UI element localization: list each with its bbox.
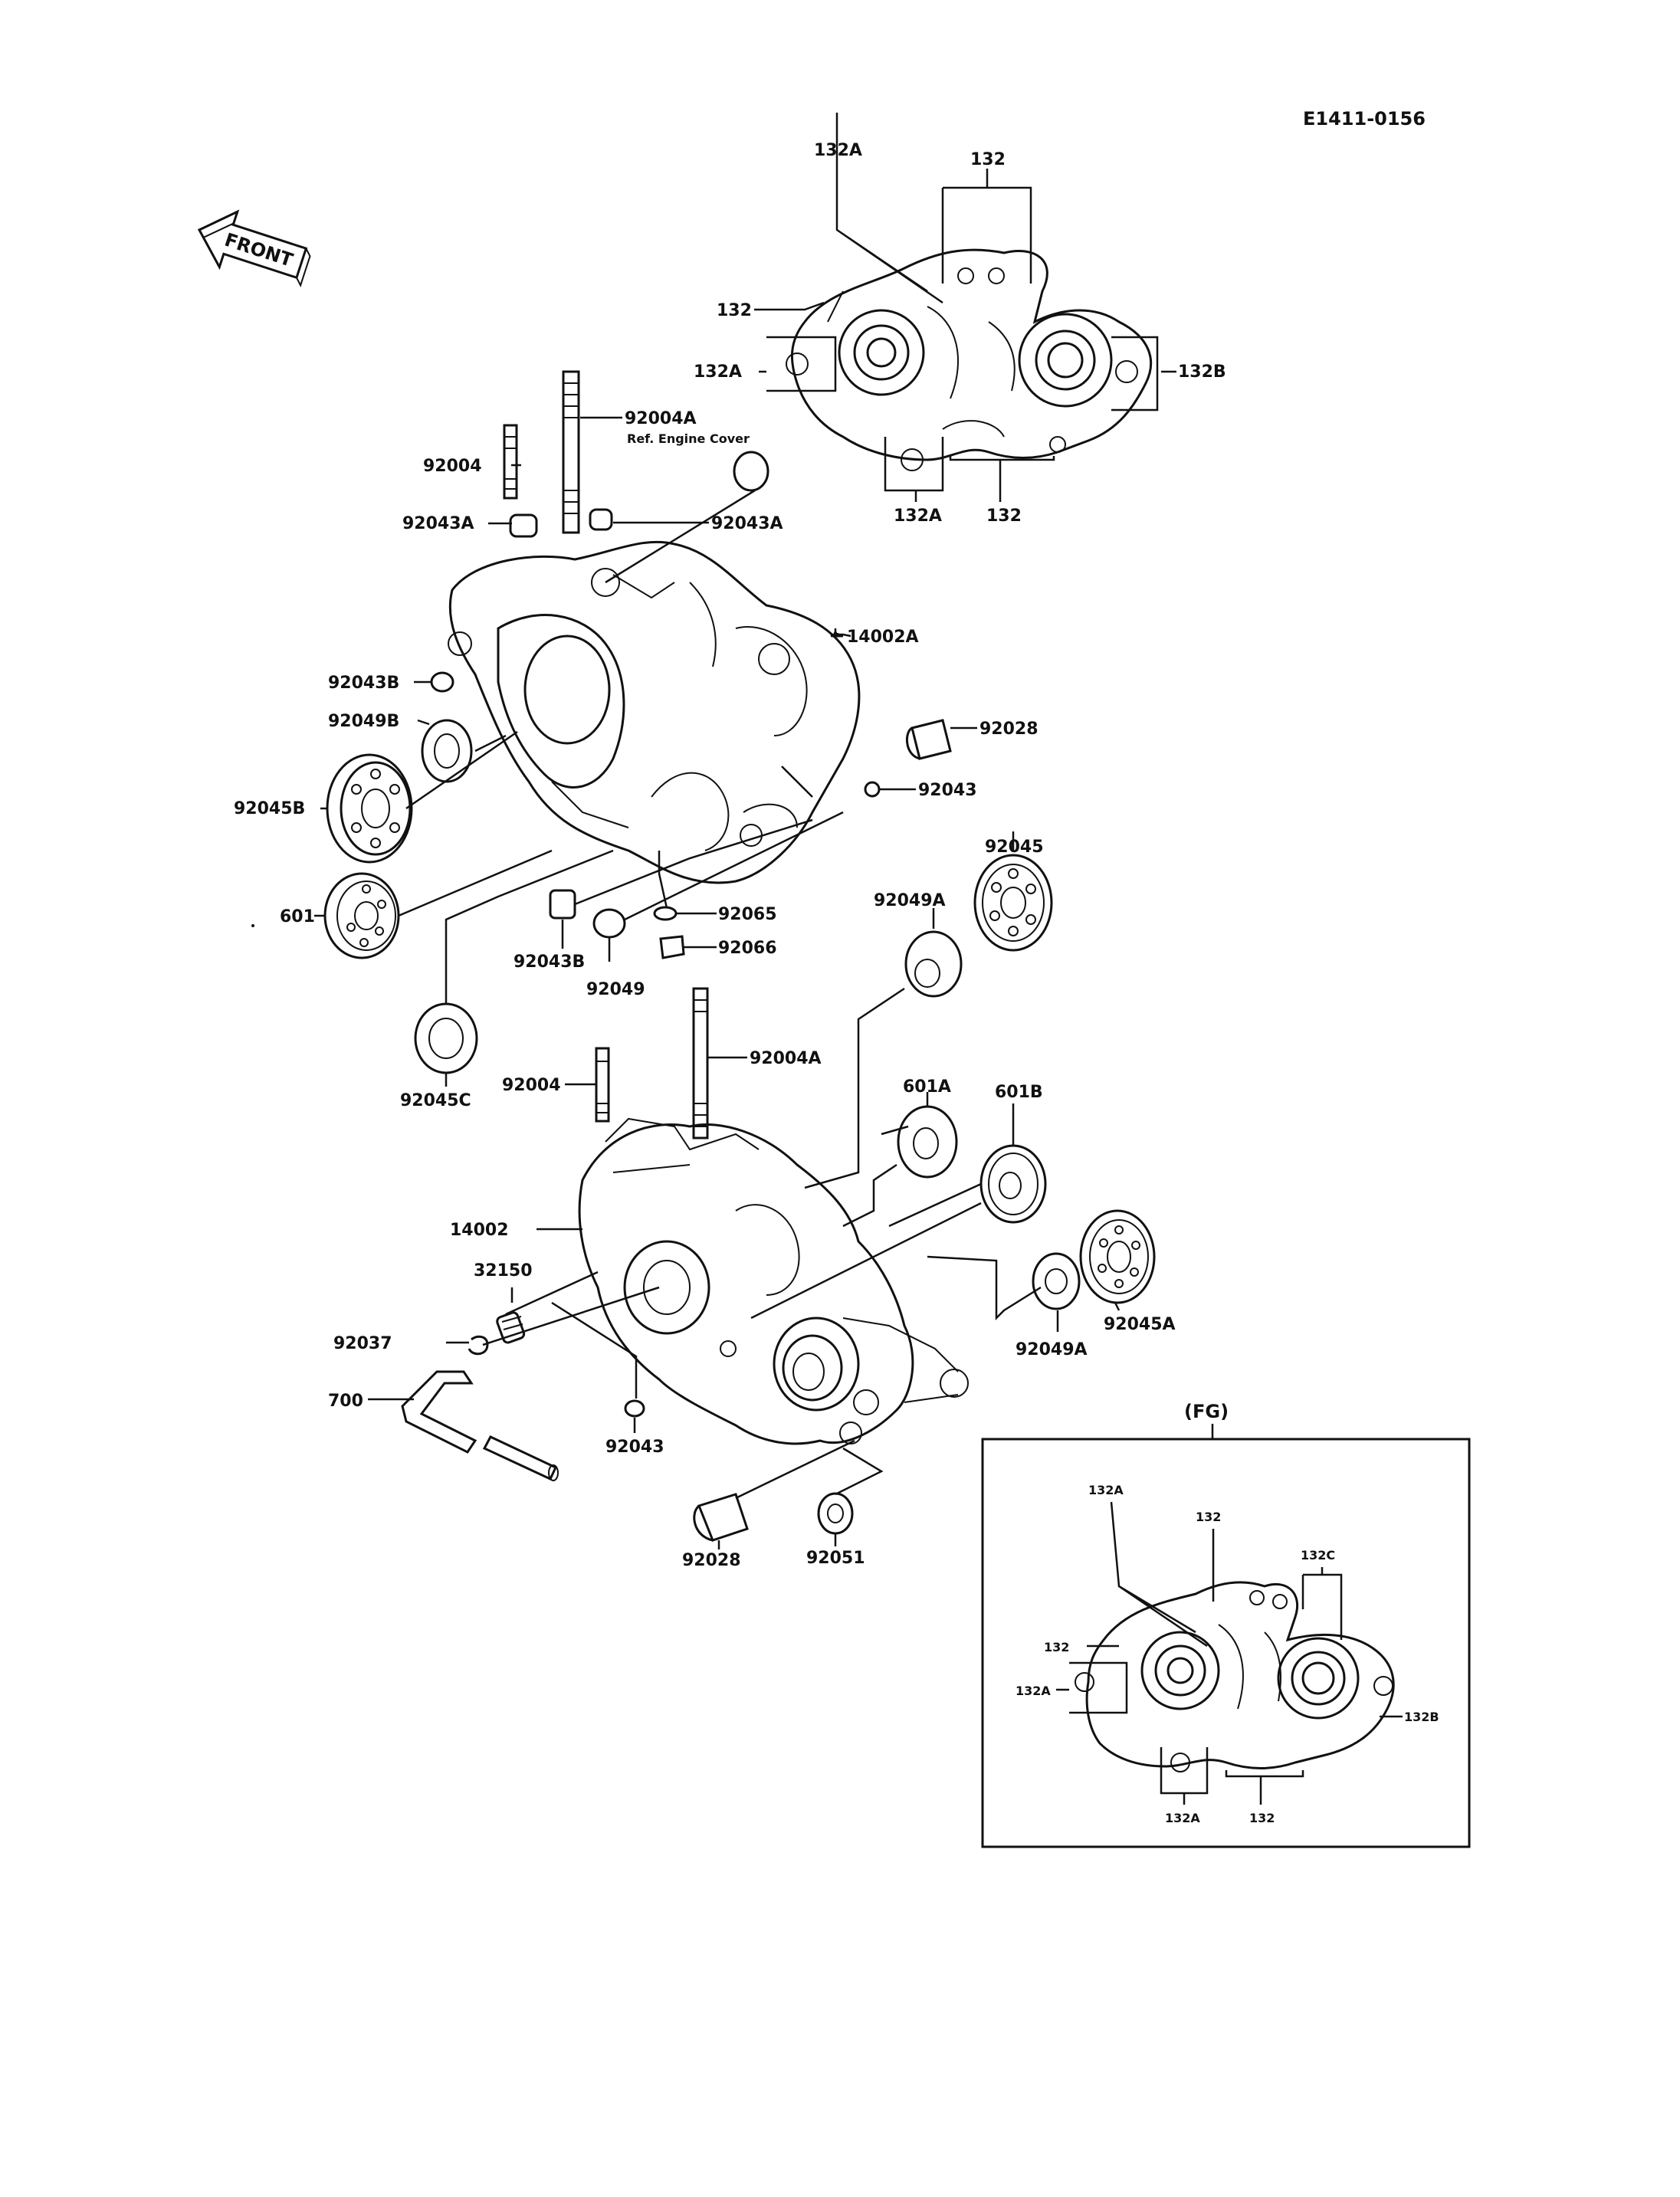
dowel-92043-right (864, 781, 881, 798)
nut-92066 (659, 935, 685, 959)
seal-92049a-bottom (1032, 1252, 1081, 1310)
label-92049a-top: 92049A (874, 891, 946, 910)
washer-92065 (653, 906, 678, 921)
fg-label-132a-top: 132A (1088, 1483, 1124, 1497)
front-arrow-icon: FRONT (197, 209, 311, 287)
label-92043a-right: 92043A (711, 514, 783, 533)
fg-label-132a-left: 132A (1016, 1684, 1051, 1698)
fg-inset: (FG) 132A 132 132C 132 132A 132B 132A (981, 1401, 1471, 1848)
label-92004-mid: 92004 (502, 1076, 561, 1095)
collar-92049 (592, 908, 626, 939)
cap-engine-cover (733, 451, 769, 492)
label-92043b-top: 92043B (328, 674, 399, 693)
hose-700 (401, 1370, 559, 1481)
dowel-92043-bottom (624, 1399, 645, 1418)
label-92037: 92037 (333, 1334, 392, 1353)
label-92004-top: 92004 (423, 457, 482, 476)
bearing-92045b (326, 753, 413, 864)
label-601b: 601B (995, 1083, 1043, 1102)
dowel-92043a-right (589, 508, 613, 531)
dowel-92043a-left (509, 513, 538, 538)
label-92043a-left: 92043A (402, 514, 474, 533)
stud-92004a-mid (692, 987, 709, 1139)
fg-label-132b-right: 132B (1404, 1710, 1439, 1724)
fg-label-132-top: 132 (1196, 1510, 1221, 1524)
label-92004a-top: 92004A (625, 409, 697, 428)
stud-92004-top (503, 424, 518, 500)
label-132-bottom: 132 (986, 507, 1022, 526)
label-700: 700 (328, 1392, 363, 1411)
bearing-601b (979, 1144, 1047, 1224)
fg-inset-title: (FG) (1184, 1401, 1229, 1422)
stud-92004a-top (562, 370, 580, 534)
label-92049: 92049 (586, 980, 645, 999)
fg-label-132-left: 132 (1044, 1640, 1069, 1654)
seal-92045c (414, 1002, 478, 1074)
label-92045a: 92045A (1104, 1315, 1176, 1334)
fg-label-132c: 132C (1301, 1548, 1335, 1562)
label-92028-right: 92028 (979, 720, 1039, 739)
label-132b-right: 132B (1178, 362, 1226, 382)
bearing-601 (323, 872, 400, 959)
fg-inset-frame (981, 1438, 1471, 1848)
top-bolt-layout-view: 132A 132 132 132A 132B 132A 132 (694, 113, 1226, 526)
upper-crankcase-assembly: 92004A Ref. Engine Cover 92004 92043A 92… (234, 370, 1039, 1110)
label-14002a: 14002A (847, 628, 919, 647)
label-14002: 14002 (450, 1221, 509, 1240)
label-601: 601 (280, 907, 315, 926)
label-132a-left: 132A (694, 362, 742, 382)
clip-92037 (468, 1335, 489, 1356)
label-132a-top: 132A (814, 141, 862, 160)
reference-code: E1411-0156 (1303, 108, 1426, 130)
bearing-601a (897, 1105, 958, 1179)
label-132a-bottom: 132A (894, 507, 942, 526)
label-132-left: 132 (717, 301, 752, 320)
label-92045b: 92045B (234, 799, 305, 818)
seal-92049a-top (904, 930, 963, 998)
dowel-92043b-mid (549, 889, 576, 920)
label-ref-engine-cover: Ref. Engine Cover (627, 431, 750, 446)
scan-speck (251, 924, 254, 927)
bushing-92028-bottom (693, 1493, 749, 1542)
bearing-92045 (973, 854, 1053, 952)
fg-label-132a-bottom: 132A (1165, 1811, 1200, 1825)
bushing-92028-right (905, 719, 952, 760)
lower-crankcase-assembly: 92004A 92004 601A 601B 14002 32150 92037… (328, 987, 1176, 1570)
label-92028-bottom: 92028 (682, 1551, 741, 1570)
stud-92004-mid (595, 1047, 610, 1123)
label-132-top: 132 (970, 150, 1006, 169)
bearing-92045a (1079, 1209, 1156, 1304)
label-92045: 92045 (985, 838, 1044, 857)
label-601a: 601A (903, 1077, 951, 1097)
label-92045c: 92045C (400, 1091, 471, 1110)
dowel-92043b-top (430, 671, 454, 693)
label-92043-right: 92043 (918, 781, 977, 800)
plug-32150 (496, 1311, 526, 1344)
label-92049b: 92049B (328, 712, 399, 731)
label-92043-bottom: 92043 (605, 1438, 664, 1457)
label-92051: 92051 (806, 1549, 865, 1568)
label-92043b-mid: 92043B (514, 953, 585, 972)
seal-92049b (421, 719, 473, 783)
label-92004a-mid: 92004A (750, 1049, 822, 1068)
fg-label-132-bottom: 132 (1249, 1811, 1275, 1825)
label-32150: 32150 (474, 1261, 533, 1280)
label-92066: 92066 (718, 939, 777, 958)
label-92049a-bottom: 92049A (1016, 1340, 1088, 1359)
label-92065: 92065 (718, 905, 777, 924)
seal-92051 (817, 1492, 854, 1535)
